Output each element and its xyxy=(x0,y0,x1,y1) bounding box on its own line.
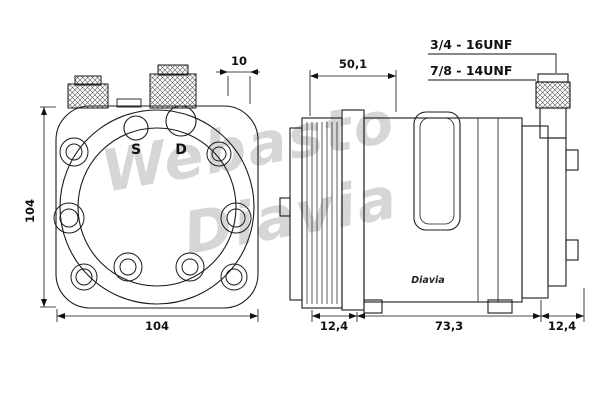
dimension-lines xyxy=(40,70,585,322)
side-view: Diavia xyxy=(279,73,579,314)
pulley-grooves xyxy=(306,122,338,304)
dim-ext-line xyxy=(56,309,259,322)
fitting-thread xyxy=(535,81,571,109)
bolt-hole-outer xyxy=(220,202,252,234)
mount-foot-rear xyxy=(487,299,513,314)
arrow xyxy=(576,313,584,319)
bolt-hole-inner xyxy=(119,258,137,276)
discharge-fitting xyxy=(149,64,197,109)
front-view: S D xyxy=(53,64,259,309)
arrow xyxy=(312,313,320,319)
arrow xyxy=(533,313,541,319)
discharge-fitting-thread xyxy=(149,73,197,109)
arrow xyxy=(541,313,549,319)
label-plate-inner xyxy=(419,117,455,225)
arrow xyxy=(220,69,228,75)
dim-side-body-length: 73,3 xyxy=(435,319,463,333)
front-outer-circle xyxy=(59,109,255,305)
bolt-hole-inner xyxy=(75,268,93,286)
dim-side-front-offset: 12,4 xyxy=(320,319,348,333)
thread-callout-bottom-label: 7/8 - 14UNF xyxy=(430,63,512,78)
rear-lug-top xyxy=(565,149,579,171)
front-inner-circle xyxy=(77,127,237,287)
dimension-texts: 104 104 10 50,1 12,4 73,3 12,4 xyxy=(23,54,576,333)
arrow xyxy=(41,299,47,307)
dimension-arrows xyxy=(41,69,584,319)
bolt-hole-outer xyxy=(206,141,232,167)
bolt-hole-outer xyxy=(70,263,98,291)
dim-ext-line xyxy=(309,70,397,116)
arrow xyxy=(388,73,396,79)
suction-fitting-cap xyxy=(74,75,102,86)
bolt-hole-outer xyxy=(175,252,205,282)
dim-fitting-offset: 10 xyxy=(231,54,247,68)
arrow xyxy=(41,107,47,115)
arrow xyxy=(250,313,258,319)
bolt-hole-inner xyxy=(65,143,83,161)
dim-pulley-depth: 50,1 xyxy=(339,57,367,71)
bolt-hole-outer xyxy=(113,252,143,282)
thread-callout-top-label: 3/4 - 16UNF xyxy=(430,37,512,52)
rear-cover xyxy=(547,137,567,287)
bolt-hole-outer xyxy=(59,137,89,167)
bolt-hole-inner xyxy=(225,268,243,286)
thread-callouts: 3/4 - 16UNF 7/8 - 14UNF xyxy=(428,37,557,81)
body-joint-lines xyxy=(477,118,499,302)
bolt-hole-inner xyxy=(181,258,199,276)
rear-head xyxy=(521,125,549,299)
thread-callout-top-leader xyxy=(428,53,557,73)
port-s-label: S xyxy=(131,142,141,158)
top-edge-detail xyxy=(116,98,142,108)
dimensions: 104 104 10 50,1 12,4 73,3 12,4 xyxy=(23,54,585,333)
arrow xyxy=(250,69,258,75)
bolt-hole-outer xyxy=(220,263,248,291)
bolt-hole-outer xyxy=(53,202,85,234)
arrow xyxy=(357,313,365,319)
suction-fitting xyxy=(67,75,109,109)
mount-foot-front xyxy=(363,299,383,314)
dim-ext-line xyxy=(216,71,260,104)
dim-front-height: 104 xyxy=(23,199,37,223)
side-brand-label: Diavia xyxy=(411,275,444,286)
bolt-hole-inner xyxy=(226,208,246,228)
fitting-neck xyxy=(539,107,567,139)
bolt-hole-inner xyxy=(59,208,79,228)
arrow xyxy=(310,73,318,79)
dim-side-rear-offset: 12,4 xyxy=(548,319,576,333)
bolt-holes xyxy=(53,137,252,291)
suction-fitting-thread xyxy=(67,83,109,109)
label-plate-outer xyxy=(413,111,461,231)
port-d-label: D xyxy=(175,142,187,158)
arrow xyxy=(349,313,357,319)
rear-lug-bottom xyxy=(565,239,579,261)
port-s-circle xyxy=(123,115,149,141)
bolt-hole-inner xyxy=(211,146,227,162)
fitting-cap xyxy=(537,73,569,83)
arrow xyxy=(57,313,65,319)
dim-front-width: 104 xyxy=(145,319,169,333)
dim-ext-line xyxy=(40,106,56,308)
discharge-fitting-cap xyxy=(157,64,189,76)
